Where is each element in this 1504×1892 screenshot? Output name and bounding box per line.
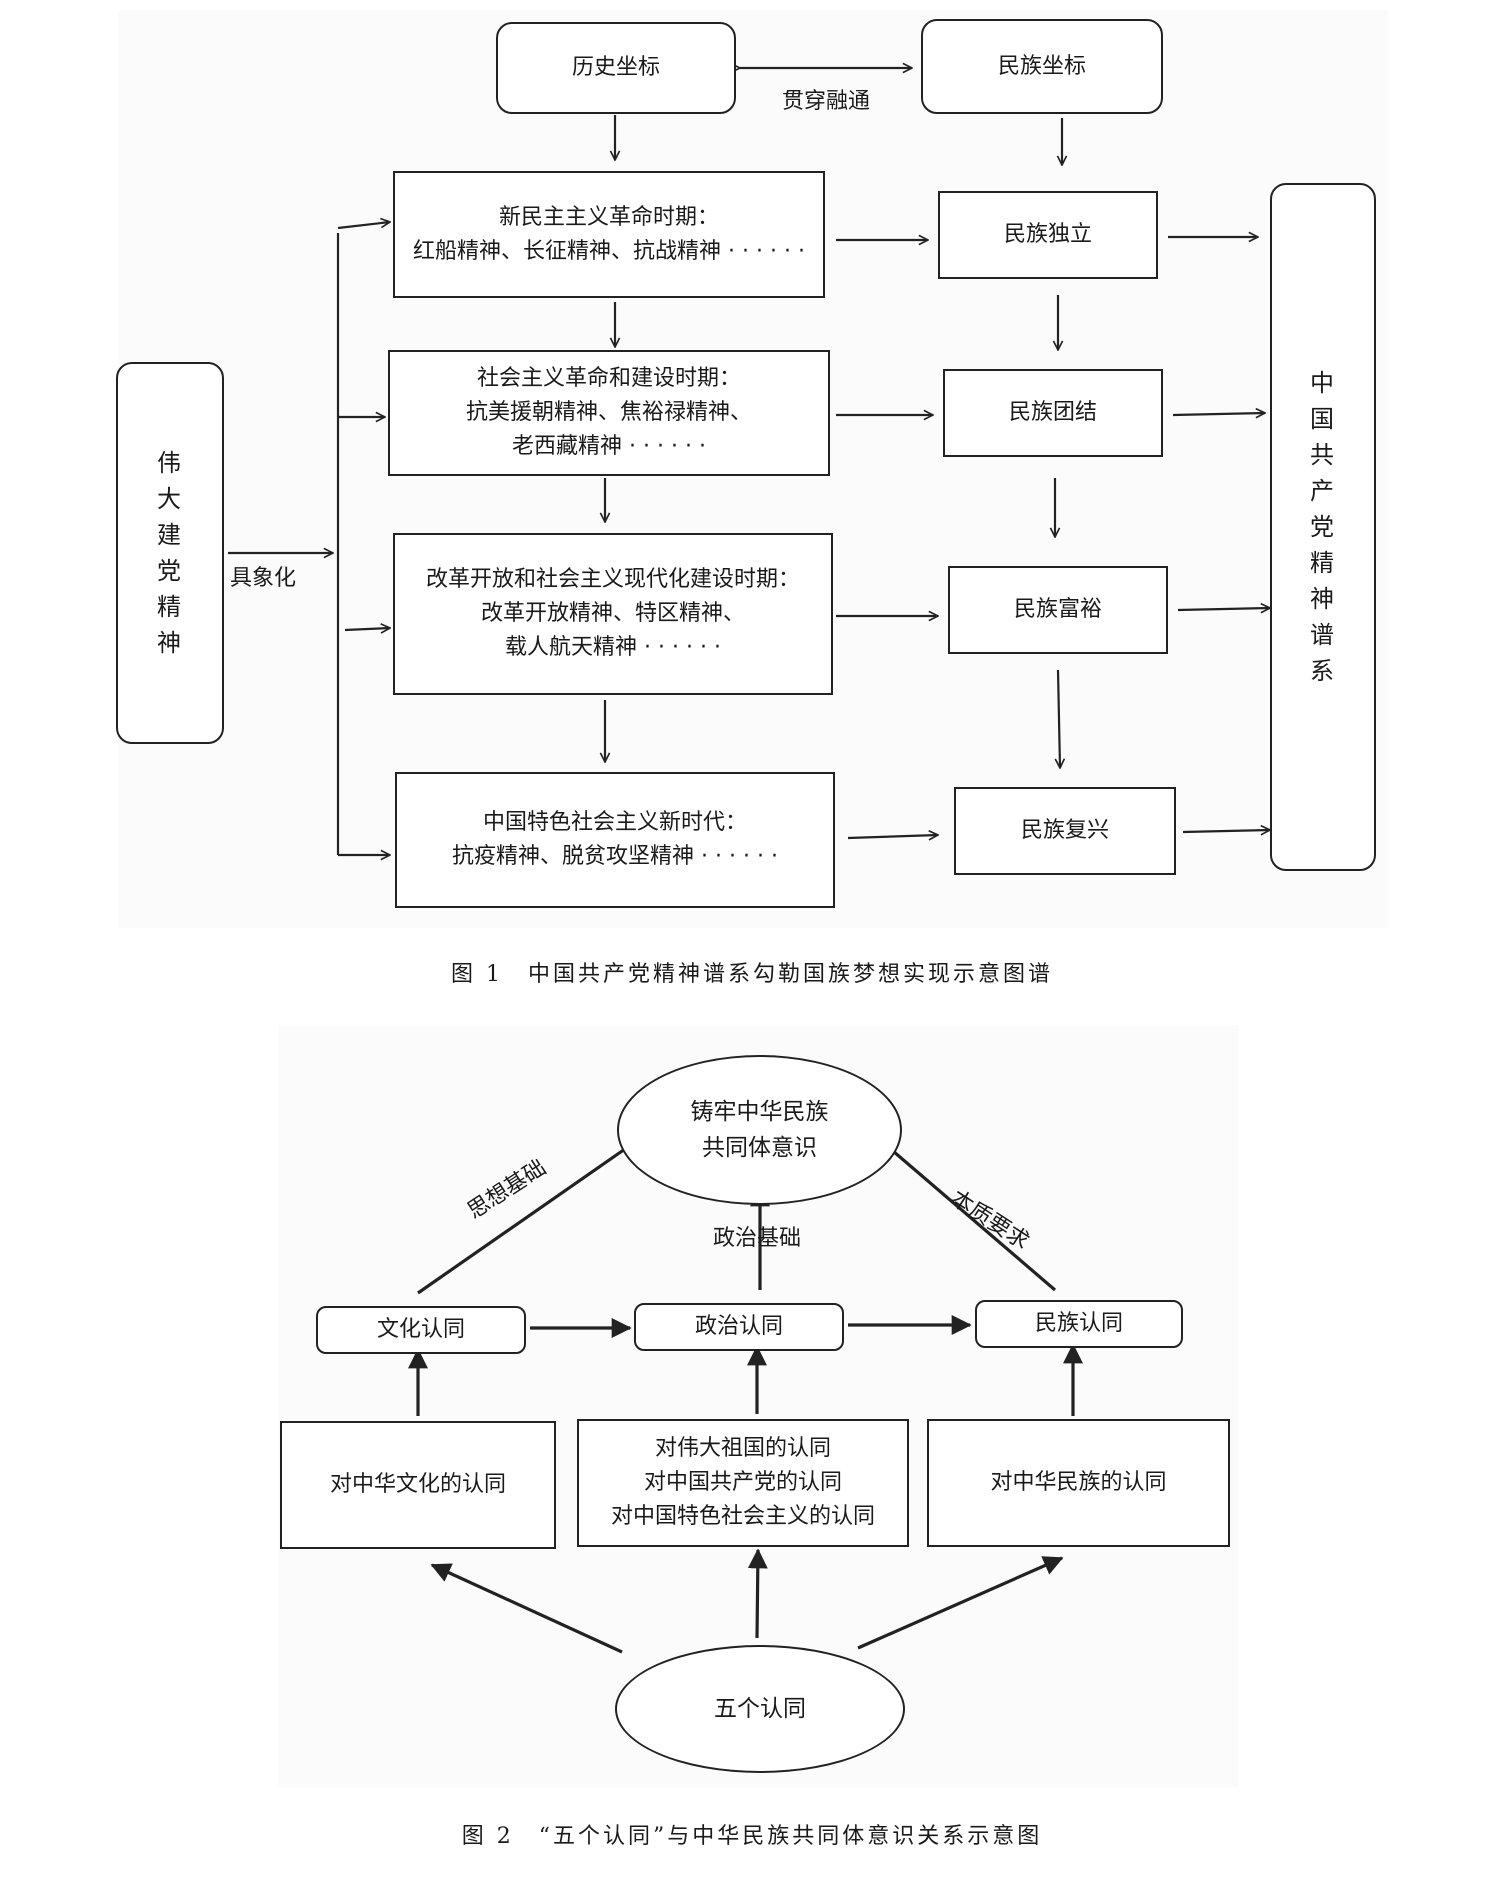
lower-right-label: 对中华民族的认同 — [990, 1470, 1167, 1495]
embody-label: 具象化 — [230, 566, 297, 591]
period-text: 载人航天精神 · · · · · · — [505, 635, 721, 660]
goal-label: 民族复兴 — [1020, 818, 1109, 843]
source-char: 大 — [157, 485, 183, 513]
lower-right-node: 对中华民族的认同 — [927, 1419, 1230, 1547]
goal-label: 民族独立 — [1003, 222, 1092, 247]
period-node-3: 改革开放和社会主义现代化建设时期： 改革开放精神、特区精神、 载人航天精神 · … — [393, 533, 833, 695]
history-coordinate-label: 历史坐标 — [571, 55, 660, 80]
five-identities-ellipse: 五个认同 — [615, 1645, 905, 1773]
target-char: 中 — [1310, 369, 1336, 397]
figure2-caption: 图 2 “五个认同”与中华民族共同体意识关系示意图 — [461, 1824, 1043, 1849]
target-char: 系 — [1310, 657, 1336, 685]
source-node: 伟 大 建 党 精 神 — [116, 362, 224, 744]
target-char: 产 — [1310, 477, 1336, 505]
source-char: 党 — [157, 557, 183, 585]
link-label: 贯穿融通 — [782, 89, 871, 114]
top-goal-line: 共同体意识 — [702, 1135, 817, 1161]
nation-coordinate-node: 民族坐标 — [921, 19, 1163, 114]
target-char: 党 — [1310, 513, 1336, 541]
target-char: 共 — [1310, 441, 1336, 469]
target-char: 神 — [1310, 585, 1336, 613]
source-char: 精 — [157, 593, 183, 621]
culture-identity-node: 文化认同 — [316, 1306, 526, 1354]
period-node-4: 中国特色社会主义新时代： 抗疫精神、脱贫攻坚精神 · · · · · · — [395, 772, 835, 908]
figure1-caption: 图 1 中国共产党精神谱系勾勒国族梦想实现示意图谱 — [451, 962, 1053, 987]
top-goal-ellipse: 铸牢中华民族 共同体意识 — [617, 1055, 902, 1205]
goal-node-prosperity: 民族富裕 — [948, 566, 1168, 654]
period-text: 社会主义革命和建设时期： — [476, 366, 741, 391]
target-node: 中 国 共 产 党 精 神 谱 系 — [1270, 183, 1376, 871]
period-text: 改革开放和社会主义现代化建设时期： — [425, 567, 800, 592]
political-identity-node: 政治认同 — [634, 1303, 844, 1351]
top-goal-line: 铸牢中华民族 — [690, 1099, 829, 1125]
lower-left-label: 对中华文化的认同 — [329, 1472, 506, 1497]
culture-identity-label: 文化认同 — [376, 1317, 465, 1342]
lower-mid-line: 对中国特色社会主义的认同 — [610, 1504, 875, 1529]
history-coordinate-node: 历史坐标 — [496, 22, 736, 114]
target-char: 精 — [1310, 549, 1336, 577]
nation-identity-label: 民族认同 — [1034, 1311, 1123, 1336]
goal-node-independence: 民族独立 — [938, 191, 1158, 279]
goal-label: 民族团结 — [1008, 400, 1097, 425]
label-political-basis: 政治基础 — [713, 1226, 802, 1251]
nation-identity-node: 民族认同 — [975, 1300, 1183, 1348]
source-char: 建 — [157, 521, 183, 549]
source-char: 神 — [157, 629, 183, 657]
source-char: 伟 — [157, 449, 183, 477]
period-text: 红船精神、长征精神、抗战精神 · · · · · · — [413, 238, 805, 264]
period-text: 抗疫精神、脱贫攻坚精神 · · · · · · — [452, 844, 778, 869]
target-char: 国 — [1310, 405, 1336, 433]
period-text: 改革开放精神、特区精神、 — [480, 601, 745, 626]
period-text: 抗美援朝精神、焦裕禄精神、 — [465, 400, 752, 425]
period-text: 中国特色社会主义新时代： — [482, 810, 747, 835]
lower-mid-line: 对中国共产党的认同 — [643, 1470, 842, 1495]
lower-mid-node: 对伟大祖国的认同 对中国共产党的认同 对中国特色社会主义的认同 — [577, 1419, 909, 1547]
lower-mid-line: 对伟大祖国的认同 — [654, 1436, 831, 1461]
nation-coordinate-label: 民族坐标 — [997, 53, 1086, 79]
goal-node-rejuvenation: 民族复兴 — [954, 787, 1176, 875]
period-node-2: 社会主义革命和建设时期： 抗美援朝精神、焦裕禄精神、 老西藏精神 · · · ·… — [388, 350, 830, 476]
period-text: 新民主主义革命时期： — [498, 204, 719, 230]
goal-node-unity: 民族团结 — [943, 369, 1163, 457]
target-char: 谱 — [1310, 621, 1336, 649]
political-identity-label: 政治认同 — [694, 1314, 783, 1339]
five-identities-label: 五个认同 — [714, 1696, 806, 1722]
period-node-1: 新民主主义革命时期： 红船精神、长征精神、抗战精神 · · · · · · — [393, 171, 825, 298]
period-text: 老西藏精神 · · · · · · — [512, 434, 706, 459]
lower-left-node: 对中华文化的认同 — [280, 1421, 556, 1549]
goal-label: 民族富裕 — [1013, 597, 1102, 622]
